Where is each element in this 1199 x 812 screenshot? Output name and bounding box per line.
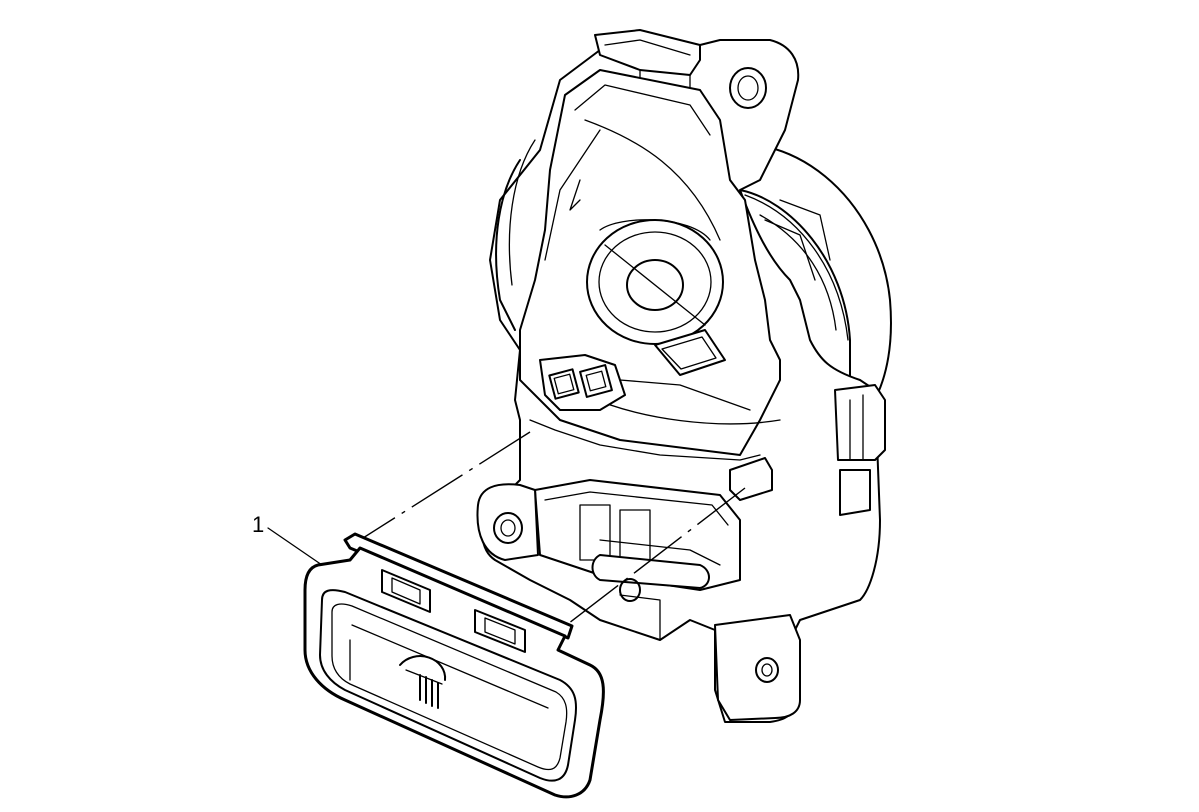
assembly-guide-lines: [351, 431, 746, 631]
assembly-line-left: [351, 431, 531, 546]
callout-number: 1: [252, 512, 264, 537]
callout-1: 1: [252, 512, 323, 566]
assembly-line-right: [559, 487, 746, 631]
component-symbol-icon: [399, 655, 447, 681]
actuator-housing: [476, 29, 892, 723]
removed-connector-cover: [303, 532, 605, 799]
callout-leader-line: [267, 527, 323, 566]
